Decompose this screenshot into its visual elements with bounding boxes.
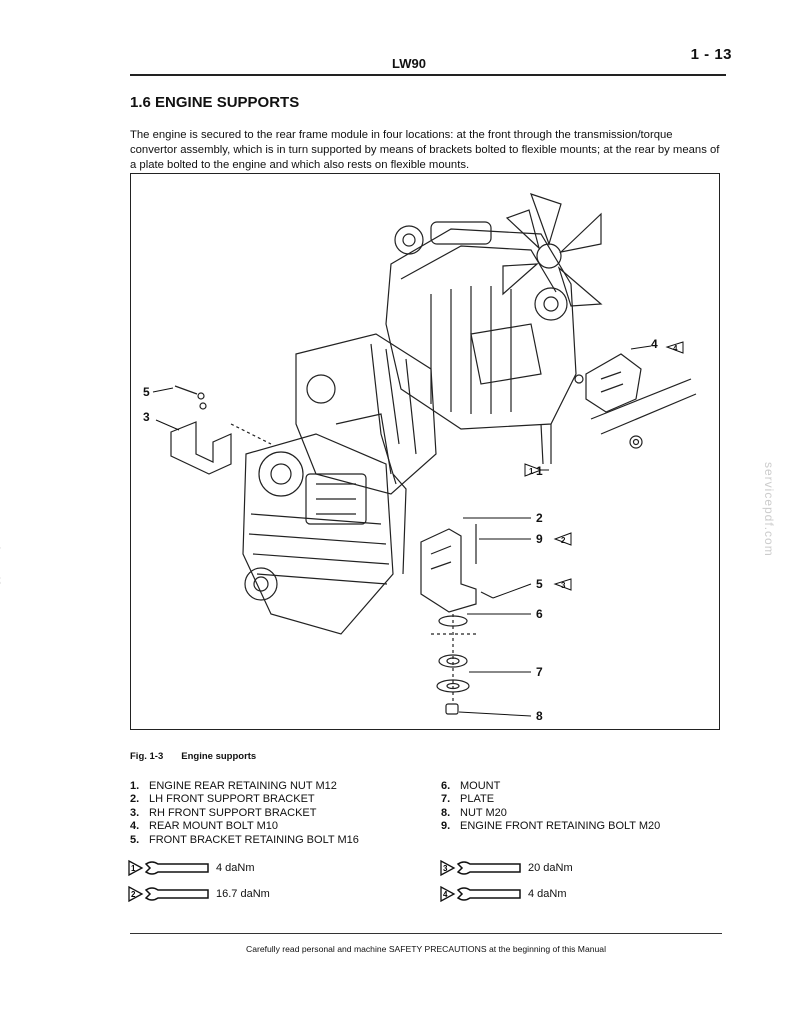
torque-wrench-icon: 4: [440, 885, 521, 903]
figure-title: Engine supports: [181, 751, 257, 762]
callout-2: 2: [463, 511, 543, 525]
callout-6: 6: [467, 607, 543, 621]
callout-5-upper: 5: [143, 385, 174, 399]
svg-text:1: 1: [131, 864, 136, 873]
watermark-right: servicepdf.com: [762, 462, 776, 557]
figure-caption: Fig. 1-3 Engine supports: [130, 751, 256, 762]
engine-block-drawing: [385, 221, 577, 465]
list-item: 6.MOUNT: [441, 780, 501, 792]
torque-value: 20 daNm: [528, 862, 573, 874]
list-item: 1.ENGINE REAR RETAINING NUT M12: [130, 780, 337, 792]
svg-text:4: 4: [673, 344, 678, 353]
engine-fan-drawing: [502, 193, 603, 307]
transmission-drawing: [295, 333, 437, 495]
engine-illustration: 1 1 2 3 4 4 5: [143, 193, 697, 723]
rh-front-bracket-drawing: [170, 385, 272, 475]
torque-wrench-icon: 3: [440, 859, 521, 877]
callout-9: 9 2: [479, 532, 572, 546]
parts-list-right: 6.MOUNT 7.PLATE 8.NUT M20 9.ENGINE FRONT…: [441, 780, 660, 834]
footer-rule: [130, 933, 722, 934]
svg-text:2: 2: [131, 890, 136, 899]
intro-paragraph: The engine is secured to the rear frame …: [130, 129, 720, 171]
list-item: 4.REAR MOUNT BOLT M10: [130, 820, 278, 833]
page-number: 1 - 13: [690, 46, 732, 63]
callout-8: 8: [458, 709, 543, 723]
svg-text:9: 9: [536, 532, 543, 546]
parts-list-left: 1.ENGINE REAR RETAINING NUT M12 2.LH FRO…: [130, 780, 359, 847]
callout-4: 4 4: [630, 337, 684, 354]
torque-spec-3: 3 20 daNm: [440, 858, 620, 878]
svg-text:5: 5: [143, 385, 150, 399]
svg-text:7: 7: [536, 665, 543, 679]
svg-text:5: 5: [536, 577, 543, 591]
list-item: 5.FRONT BRACKET RETAINING BOLT M16: [130, 833, 359, 846]
torque-value: 4 daNm: [216, 862, 255, 874]
svg-text:1: 1: [529, 467, 534, 476]
svg-text:6: 6: [536, 607, 543, 621]
svg-text:3: 3: [561, 581, 566, 590]
torque-spec-2: 2 16.7 daNm: [128, 884, 308, 904]
torque-spec-4: 4 4 daNm: [440, 884, 620, 904]
list-item: 7.PLATE: [441, 793, 495, 806]
watermark-left: servicepdf.com: [0, 520, 3, 615]
list-item: 8.NUT M20: [441, 806, 507, 819]
svg-text:2: 2: [536, 511, 543, 525]
svg-text:3: 3: [443, 864, 448, 873]
callout-1-label: 1: [536, 464, 543, 478]
svg-text:4: 4: [651, 337, 658, 351]
svg-text:4: 4: [443, 890, 448, 899]
header-title: LW90: [392, 56, 426, 71]
figure-number: Fig. 1-3: [130, 751, 164, 762]
svg-text:8: 8: [536, 709, 543, 723]
svg-text:3: 3: [143, 410, 150, 424]
figure-engine-supports: 1 1 2 3 4 4 5: [130, 173, 720, 730]
callout-1: 1 1: [524, 463, 549, 478]
callout-7: 7: [469, 665, 543, 679]
torque-wrench-icon: 1: [128, 859, 209, 877]
svg-text:2: 2: [561, 536, 566, 545]
torque-value: 4 daNm: [528, 888, 567, 900]
callout-3: 3: [143, 410, 180, 431]
footer-text: Carefully read personal and machine SAFE…: [245, 944, 606, 954]
torque-spec-1: 1 4 daNm: [128, 858, 308, 878]
torque-value: 16.7 daNm: [216, 888, 270, 900]
list-item: 9.ENGINE FRONT RETAINING BOLT M20: [441, 820, 661, 833]
mount-stack-drawing: [431, 614, 476, 715]
section-title: 1.6 ENGINE SUPPORTS: [130, 94, 300, 111]
rear-mount-drawing: [574, 353, 697, 449]
torque-wrench-icon: 2: [128, 885, 209, 903]
callout-5-lower: 5 3: [492, 577, 572, 599]
converter-housing-drawing: [242, 433, 407, 635]
lh-front-bracket-drawing: [420, 524, 494, 613]
list-item: 3.RH FRONT SUPPORT BRACKET: [130, 806, 317, 819]
header-rule: [130, 74, 726, 76]
list-item: 2.LH FRONT SUPPORT BRACKET: [130, 793, 315, 806]
